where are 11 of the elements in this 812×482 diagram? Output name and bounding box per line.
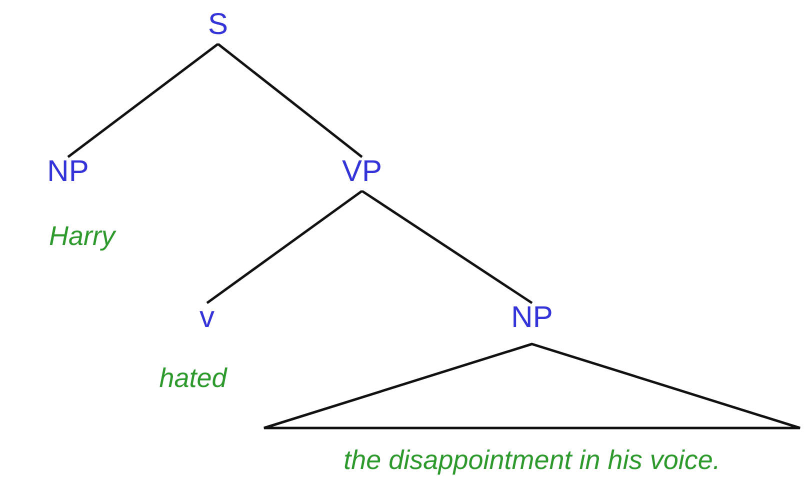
tree-branch bbox=[67, 43, 219, 158]
syntax-label: S bbox=[206, 8, 230, 42]
tree-branch bbox=[206, 190, 363, 304]
word-label: hated bbox=[159, 362, 227, 394]
syntax-label: NP bbox=[45, 155, 91, 189]
syntax-label: NP bbox=[509, 301, 555, 335]
syntax-label: VP bbox=[340, 155, 384, 189]
word-label: Harry bbox=[49, 220, 115, 252]
tree-branch bbox=[361, 190, 533, 304]
syntax-label: v bbox=[198, 301, 216, 335]
tree-branch bbox=[217, 43, 363, 158]
